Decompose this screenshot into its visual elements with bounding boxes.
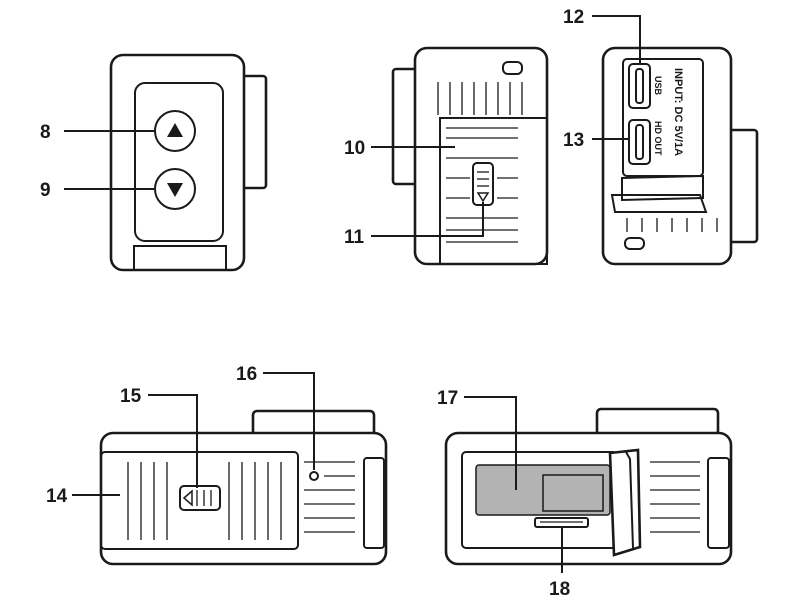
battery-contact-area xyxy=(542,474,604,512)
callout-15: 15 xyxy=(120,386,142,407)
open-battery-door[interactable] xyxy=(608,448,642,557)
port-cover-flap[interactable] xyxy=(610,174,708,213)
side-view-ports: USB HD OUT INPUT: DC 5V/1A xyxy=(601,46,759,266)
hdmi-port[interactable] xyxy=(628,119,651,165)
callout-labels: 8 9 10 11 12 13 14 15 16 17 18 xyxy=(40,7,584,600)
callout-14: 14 xyxy=(46,486,68,507)
callout-12: 12 xyxy=(563,7,584,28)
bottom-view-closed xyxy=(99,409,388,566)
latch-arrow-icon xyxy=(182,489,193,507)
callout-10: 10 xyxy=(344,138,365,159)
battery-door[interactable] xyxy=(439,117,548,265)
callout-8: 8 xyxy=(40,122,51,143)
callout-17: 17 xyxy=(437,388,458,409)
side-view-buttons xyxy=(109,53,268,272)
hdout-label: HD OUT xyxy=(653,121,663,156)
callout-9: 9 xyxy=(40,180,51,201)
bottom-door-latch[interactable] xyxy=(179,485,221,511)
usb-label: USB xyxy=(653,76,663,96)
callout-13: 13 xyxy=(563,130,584,151)
leader-lines xyxy=(64,15,641,573)
up-arrow-icon xyxy=(167,123,183,137)
side-view-battery-door xyxy=(391,46,549,266)
bottom-battery-door[interactable] xyxy=(100,451,299,550)
callout-11: 11 xyxy=(344,227,365,248)
latch-arrow-icon xyxy=(476,192,490,203)
input-rating-label: INPUT: DC 5V/1A xyxy=(672,68,684,156)
down-arrow-icon xyxy=(167,183,183,197)
callout-18: 18 xyxy=(549,579,570,600)
bottom-view-open xyxy=(444,407,733,566)
reset-hole[interactable] xyxy=(309,471,319,481)
callout-16: 16 xyxy=(236,364,257,385)
